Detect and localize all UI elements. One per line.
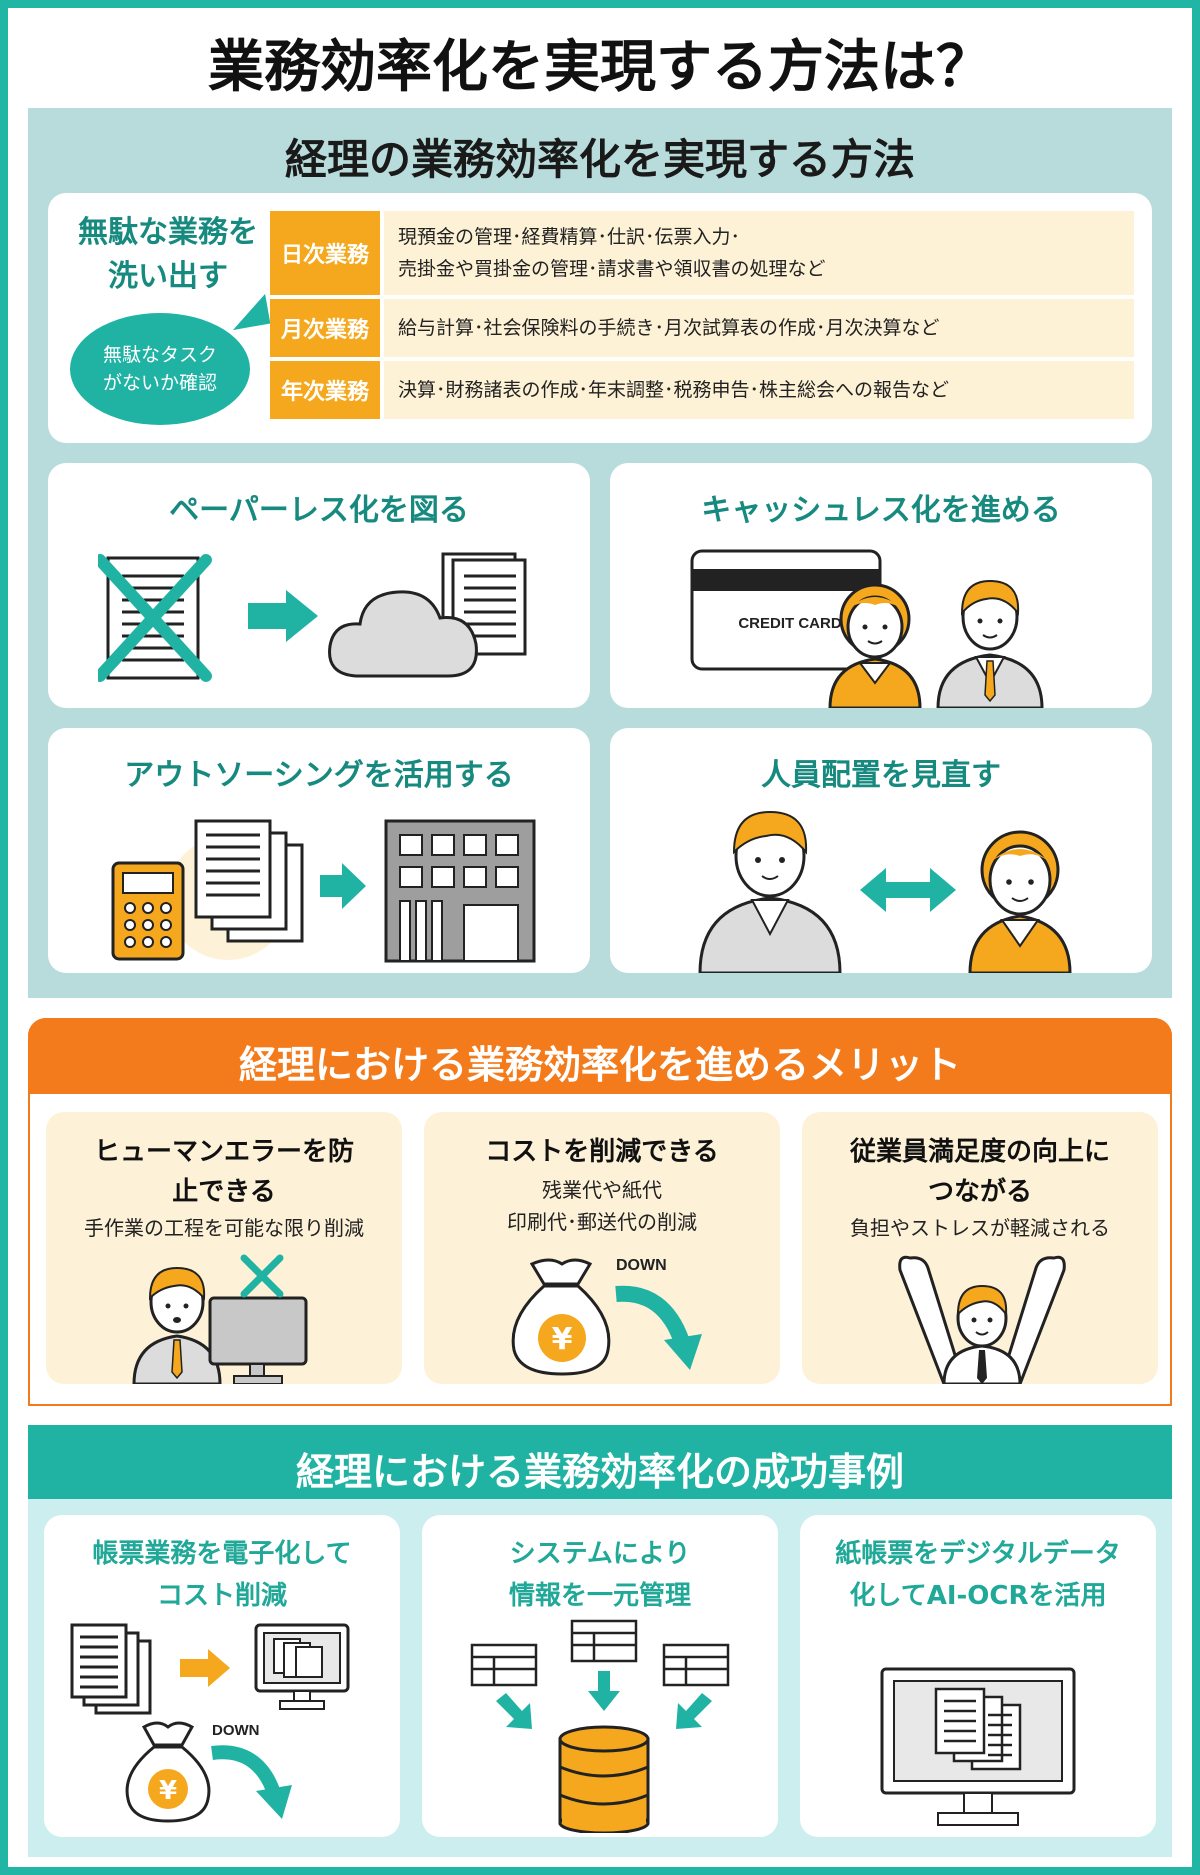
merits-section-title: 経理における業務効率化を進めるメリット [238,1043,961,1087]
documents-stack-icon [934,1687,1022,1771]
spreadsheet-icon [662,1643,730,1687]
row-text-daily-line1: 現預金の管理･経費精算･仕訳･伝票入力･ [398,226,741,248]
merit-card-satisfaction: 従業員満足度の向上につながる 負担やストレスが軽減される [802,1112,1158,1384]
cashless-title: キャッシュレス化を進める [701,493,1061,528]
documents-stack-icon [194,819,304,943]
case-card-system: システムにより情報を一元管理 [422,1515,778,1837]
case-ocr-illustration [880,1667,1076,1826]
monitor-icon [254,1623,350,1710]
case-digitize-illustration: ¥ DOWN [70,1623,350,1823]
case-system-illustration [470,1619,730,1833]
merit-cost-title: コストを削減できる [485,1137,719,1167]
merit-satisfaction-illustration [898,1255,1066,1384]
merit-error-illustration [132,1254,308,1384]
down-arrow-icon [211,1745,292,1819]
cases-section: 経理における業務効率化の成功事例 帳票業務を電子化してコスト削減 [28,1425,1172,1857]
database-icon [558,1725,650,1833]
woman-avatar-icon [828,583,922,708]
swap-arrows-icon [860,868,956,912]
methods-section: 経理の業務効率化を実現する方法 無駄な業務を洗い出す 無駄なタスクがないか確認 … [28,108,1172,998]
speech-bubble: 無駄なタスクがないか確認 [70,313,250,425]
right-arrow-icon [180,1649,230,1687]
spreadsheet-icon [470,1643,538,1687]
row-label-monthly: 月次業務 [270,299,380,357]
case-card-ocr: 紙帳票をデジタルデータ化してAI-OCRを活用 [800,1515,1156,1837]
paperless-title: ペーパーレス化を図る [169,493,469,528]
outsourcing-card: アウトソーシングを活用する [48,728,590,973]
worker-avatar-icon [132,1266,222,1384]
staffing-illustration [698,810,1072,973]
cross-mark-icon [240,1254,284,1298]
row-label-yearly: 年次業務 [270,361,380,419]
cases-section-title: 経理における業務効率化の成功事例 [295,1450,904,1494]
monitor-icon [208,1296,308,1384]
office-building-icon [384,819,536,963]
row-label-daily: 日次業務 [270,211,380,295]
merit-satisfaction-sub: 負担やストレスが軽減される [850,1216,1110,1240]
row-text-daily: 現預金の管理･経費精算･仕訳･伝票入力･ 売掛金や買掛金の管理･請求書や領収書の… [384,211,1134,295]
down-arrow-icon [496,1671,712,1729]
credit-card-icon: CREDIT CARD [690,549,882,671]
cloud-document-icon [328,552,527,678]
merit-card-cost: コストを削減できる 残業代や紙代 印刷代･郵送代の削減 ¥ DOWN [424,1112,780,1384]
cross-mark-icon [98,554,212,682]
case-card-digitize: 帳票業務を電子化してコスト削減 ¥ [44,1515,400,1837]
case-ocr-title: 紙帳票をデジタルデータ化してAI-OCRを活用 [800,1533,1156,1617]
svg-text:¥: ¥ [159,1776,177,1806]
merits-section: 経理における業務効率化を進めるメリット ヒューマンエラーを防止できる 手作業の工… [28,1018,1172,1406]
man-avatar-icon [936,579,1044,708]
row-text-yearly-line1: 決算･財務諸表の作成･年末調整･税務申告･株主総会への報告など [398,379,950,401]
down-arrow-icon [615,1285,702,1370]
spreadsheet-icon [570,1619,638,1663]
staffing-card: 人員配置を見直す [610,728,1152,973]
money-bag-icon: ¥ [125,1721,211,1823]
woman-avatar-icon [968,830,1072,973]
row-text-monthly: 給与計算･社会保険料の手続き･月次試算表の作成･月次決算など [384,299,1134,357]
methods-section-title: 経理の業務効率化を実現する方法 [284,135,915,184]
outsourcing-illustration [111,819,536,963]
bubble-text: 無駄なタスクがないか確認 [102,344,217,394]
case-ocr-title-text: 紙帳票をデジタルデータ化してAI-OCRを活用 [835,1539,1121,1611]
right-arrow-icon [248,590,318,642]
case-system-title-text: システムにより情報を一元管理 [508,1539,691,1611]
case-digitize-title: 帳票業務を電子化してコスト削減 [44,1533,400,1617]
bubble-tail [227,293,271,331]
merit-error-title: ヒューマンエラーを防止できる [46,1132,402,1212]
cheering-worker-icon [898,1255,1066,1384]
cases-section-header: 経理における業務効率化の成功事例 [28,1425,1172,1499]
down-label: DOWN [212,1722,260,1739]
staffing-title: 人員配置を見直す [761,758,1001,793]
waste-card: 無駄な業務を洗い出す 無駄なタスクがないか確認 日次業務 現預金の管理･経費精算… [48,193,1152,443]
merit-card-error: ヒューマンエラーを防止できる 手作業の工程を可能な限り削減 [46,1112,402,1384]
row-text-monthly-line1: 給与計算･社会保険料の手続き･月次試算表の作成･月次決算など [398,317,940,339]
merit-satisfaction-title-text: 従業員満足度の向上につながる [849,1137,1110,1207]
svg-text:¥: ¥ [552,1322,573,1357]
row-text-yearly: 決算･財務諸表の作成･年末調整･税務申告･株主総会への報告など [384,361,1134,419]
outsourcing-title: アウトソーシングを活用する [124,758,514,793]
money-bag-icon: ¥ [511,1258,611,1376]
merit-cost-sub1: 残業代や紙代 [542,1178,662,1202]
merit-satisfaction-title: 従業員満足度の向上につながる [802,1132,1158,1212]
right-arrow-icon [320,863,366,909]
calculator-icon [111,861,185,961]
merit-error-sub: 手作業の工程を可能な限り削減 [84,1216,364,1240]
documents-stack-icon [70,1623,152,1715]
paperless-illustration [98,552,527,682]
credit-card-label: CREDIT CARD [738,615,841,632]
merit-cost-sub2: 印刷代･郵送代の削減 [507,1210,697,1234]
paperless-card: ペーパーレス化を図る [48,463,590,708]
merits-section-header: 経理における業務効率化を進めるメリット [28,1018,1172,1094]
row-text-daily-line2: 売掛金や買掛金の管理･請求書や領収書の処理など [398,258,826,280]
case-digitize-title-text: 帳票業務を電子化してコスト削減 [92,1539,352,1611]
waste-heading-text: 無駄な業務を洗い出す [78,215,258,294]
cashless-card: キャッシュレス化を進める CREDIT CARD [610,463,1152,708]
waste-heading: 無駄な業務を洗い出す [68,211,268,299]
page-title: 業務効率化を実現する方法は？ [208,35,992,100]
man-avatar-icon [698,810,842,973]
case-system-title: システムにより情報を一元管理 [422,1533,778,1617]
merit-cost-illustration: ¥ DOWN [511,1257,702,1376]
down-label: DOWN [616,1257,667,1274]
merit-error-title-text: ヒューマンエラーを防止できる [93,1137,354,1207]
cashless-illustration: CREDIT CARD [690,549,1044,708]
